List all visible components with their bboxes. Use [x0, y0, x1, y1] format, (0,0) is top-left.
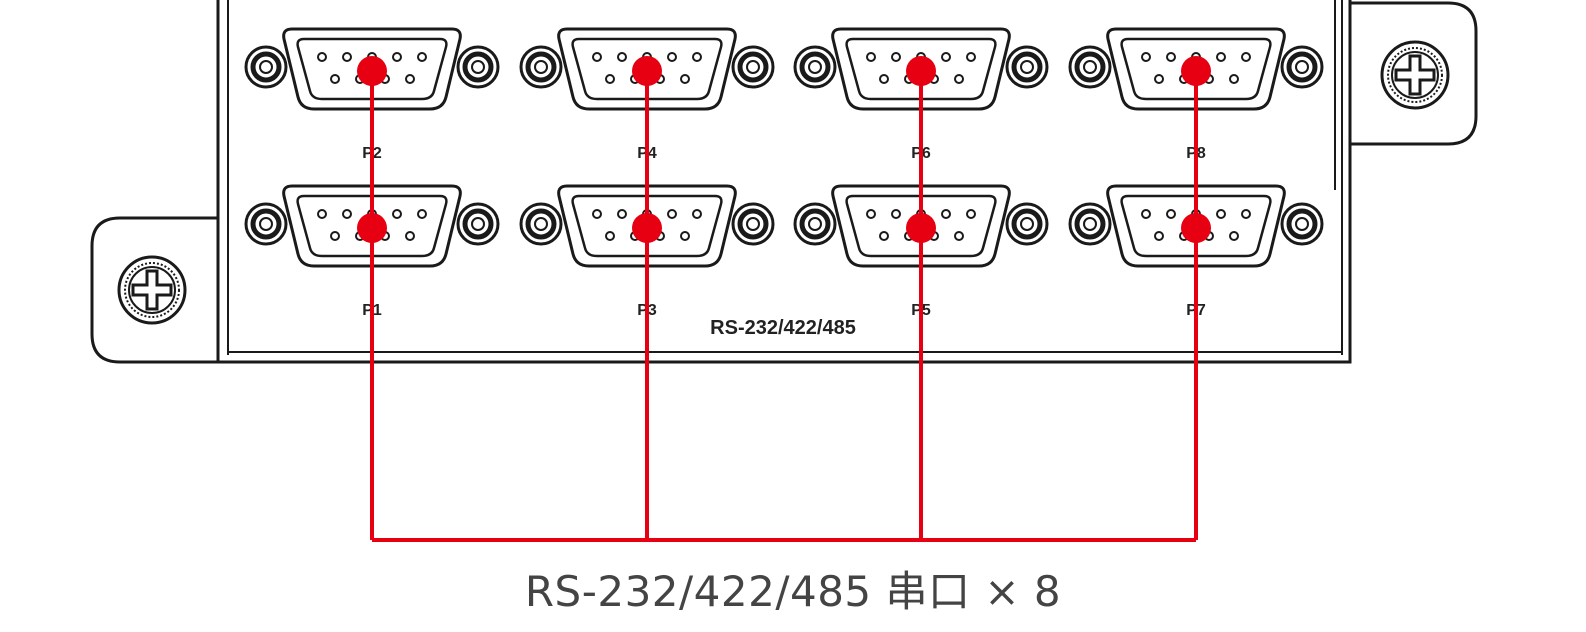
- callout-dot-p8: [1181, 56, 1211, 86]
- panel-body: [216, 0, 1352, 364]
- pin: [592, 209, 602, 219]
- pin: [417, 209, 427, 219]
- pin: [692, 209, 702, 219]
- pin: [592, 52, 602, 62]
- mounting-bracket-left: [90, 216, 228, 364]
- pin: [1141, 209, 1151, 219]
- pin: [1241, 52, 1251, 62]
- pin: [879, 74, 889, 84]
- hex-standoff-icon: [244, 202, 288, 246]
- pin: [417, 52, 427, 62]
- pin: [1241, 209, 1251, 219]
- pin: [680, 231, 690, 241]
- hex-standoff-icon: [456, 202, 500, 246]
- pin: [405, 74, 415, 84]
- hex-standoff-icon: [731, 45, 775, 89]
- screw-icon: [1380, 40, 1450, 110]
- pin: [966, 52, 976, 62]
- callout-dot-p5: [906, 213, 936, 243]
- port-labels: P2P4P6P8P1P3P5P7: [362, 145, 1206, 319]
- hex-standoff-icon: [1280, 202, 1324, 246]
- pin: [392, 52, 402, 62]
- pin: [941, 209, 951, 219]
- panel-label: RS-232/422/485: [710, 317, 856, 339]
- pin: [342, 209, 352, 219]
- pin: [1154, 231, 1164, 241]
- callout-dot-p2: [357, 56, 387, 86]
- pin: [966, 209, 976, 219]
- callout-dot-p1: [357, 213, 387, 243]
- callout-lines: [357, 56, 1211, 542]
- pin: [954, 231, 964, 241]
- screw-icon: [117, 255, 187, 325]
- hex-standoff-icon: [1068, 202, 1112, 246]
- pin: [1229, 74, 1239, 84]
- pin: [330, 74, 340, 84]
- pin: [866, 52, 876, 62]
- pin: [1166, 209, 1176, 219]
- callout-dot-p6: [906, 56, 936, 86]
- pin: [667, 52, 677, 62]
- pin: [1216, 52, 1226, 62]
- pin: [1216, 209, 1226, 219]
- pin: [891, 52, 901, 62]
- pin: [1166, 52, 1176, 62]
- hex-standoff-icon: [731, 202, 775, 246]
- callout-dot-p3: [632, 213, 662, 243]
- connector-array: [244, 27, 1324, 268]
- pin: [317, 52, 327, 62]
- pin: [866, 209, 876, 219]
- hex-standoff-icon: [1280, 45, 1324, 89]
- pin: [941, 52, 951, 62]
- hex-standoff-icon: [456, 45, 500, 89]
- hex-standoff-icon: [1005, 202, 1049, 246]
- pin: [954, 74, 964, 84]
- mounting-bracket-right: [1335, 1, 1478, 146]
- pin: [617, 209, 627, 219]
- pin: [317, 209, 327, 219]
- pin: [1154, 74, 1164, 84]
- hex-standoff-icon: [793, 202, 837, 246]
- hex-standoff-icon: [244, 45, 288, 89]
- pin: [680, 74, 690, 84]
- pin: [342, 52, 352, 62]
- callout-dot-p7: [1181, 213, 1211, 243]
- pin: [405, 231, 415, 241]
- pin: [1141, 52, 1151, 62]
- pin: [605, 74, 615, 84]
- caption: RS-232/422/485 串口 × 8: [524, 567, 1062, 616]
- pin: [1229, 231, 1239, 241]
- pin: [879, 231, 889, 241]
- pin: [667, 209, 677, 219]
- pin: [891, 209, 901, 219]
- hex-standoff-icon: [793, 45, 837, 89]
- pin: [692, 52, 702, 62]
- hex-standoff-icon: [1068, 45, 1112, 89]
- pin: [605, 231, 615, 241]
- pin: [617, 52, 627, 62]
- hex-standoff-icon: [519, 202, 563, 246]
- hex-standoff-icon: [519, 45, 563, 89]
- callout-dot-p4: [632, 56, 662, 86]
- pin: [330, 231, 340, 241]
- hex-standoff-icon: [1005, 45, 1049, 89]
- pin: [392, 209, 402, 219]
